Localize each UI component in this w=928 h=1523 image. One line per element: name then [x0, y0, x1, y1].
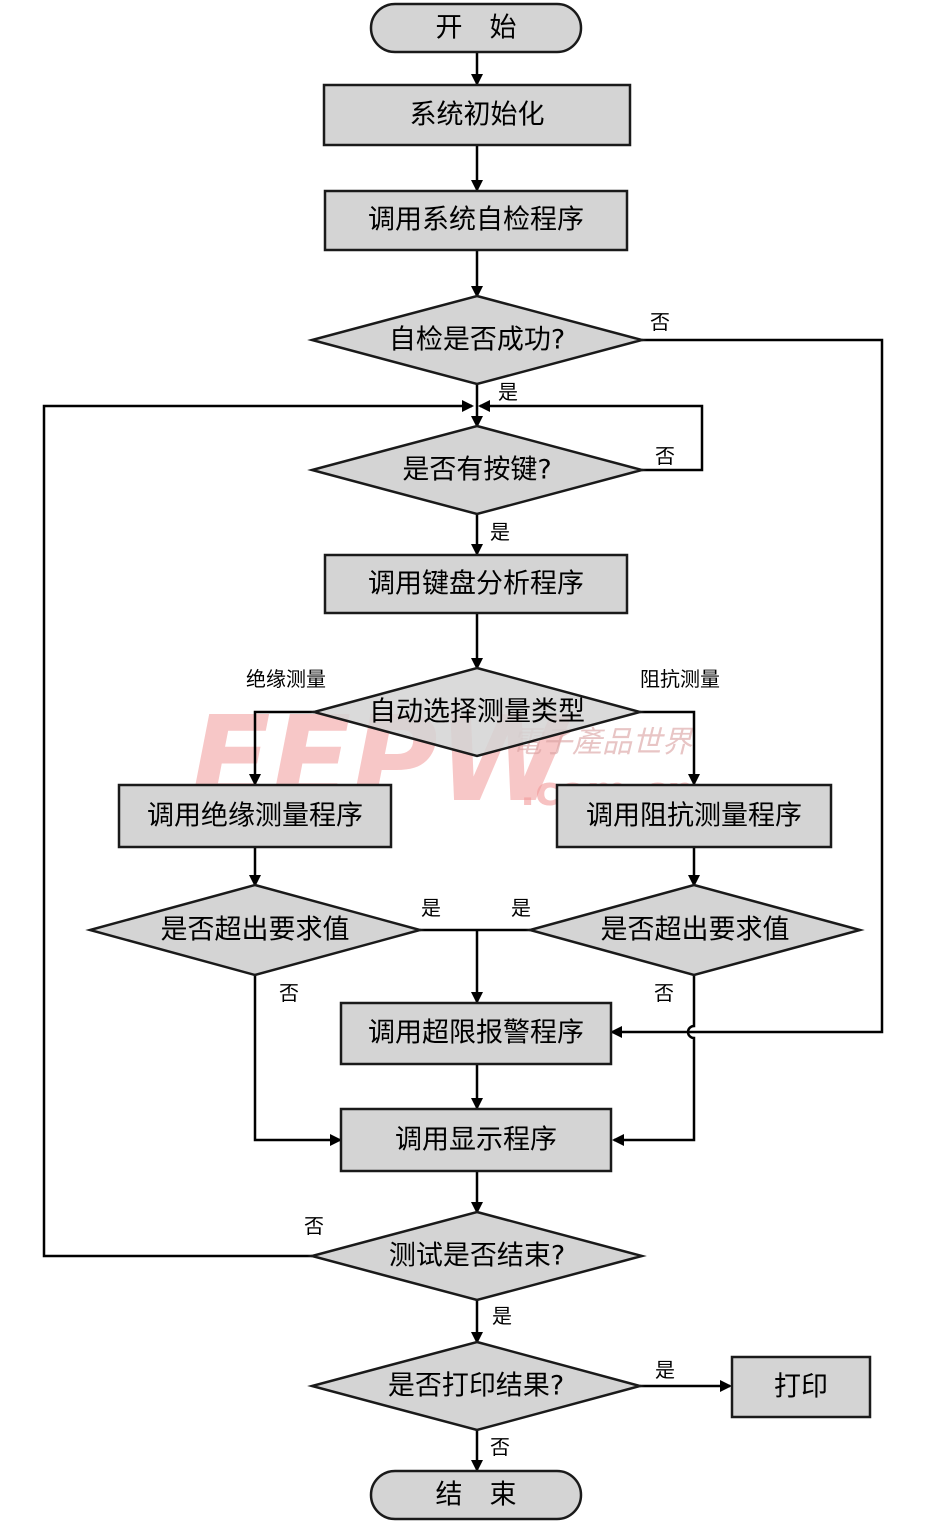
display-label: 调用显示程序: [395, 1125, 557, 1156]
edge-impedance-branch: [640, 710, 700, 786]
edge-insulation-branch: [249, 710, 314, 786]
label-insulation-exceed-no: 否: [279, 981, 299, 1005]
edge-testend-no-loop: [42, 400, 474, 1258]
label-self-check-no: 否: [650, 310, 670, 334]
decision-self-check-ok: 自检是否成功?: [307, 294, 647, 386]
label-insulation-exceed-yes: 是: [421, 896, 441, 920]
decision-impedance-exceed: 是否超出要求值: [525, 883, 865, 977]
test-end-label: 测试是否结束?: [389, 1241, 565, 1272]
insulation-program-label: 调用绝缘测量程序: [147, 801, 363, 832]
self-check-label: 调用系统自检程序: [368, 205, 584, 236]
decision-print: 是否打印结果?: [307, 1340, 645, 1432]
print-label: 打印: [774, 1372, 828, 1403]
decision-select-type: 自动选择测量类型: [309, 666, 645, 758]
label-impedance-exceed-yes: 是: [511, 896, 531, 920]
node-alarm: 调用超限报警程序: [339, 1001, 613, 1066]
node-display: 调用显示程序: [339, 1107, 613, 1173]
insulation-exceed-label: 是否超出要求值: [161, 915, 350, 946]
node-impedance-program: 调用阻抗测量程序: [555, 783, 833, 849]
self-check-ok-label: 自检是否成功?: [389, 325, 565, 356]
keyboard-analysis-label: 调用键盘分析程序: [368, 569, 584, 600]
label-impedance: 阻抗测量: [640, 667, 720, 691]
decision-insulation-exceed: 是否超出要求值: [85, 883, 425, 977]
edge-labels: 否 是 否 是 绝缘测量 阻抗测量 是 是 否 否 否 是 是 否: [246, 310, 720, 1459]
node-insulation-program: 调用绝缘测量程序: [117, 783, 393, 849]
edge-impedance-no-display: [612, 975, 696, 1146]
node-self-check: 调用系统自检程序: [323, 189, 629, 252]
label-key-no: 否: [655, 444, 675, 468]
label-impedance-exceed-no: 否: [654, 981, 674, 1005]
edge-key-no-loop: [478, 400, 704, 472]
label-test-end-no: 否: [304, 1214, 324, 1238]
init-label: 系统初始化: [410, 100, 545, 131]
decision-key-pressed: 是否有按键?: [307, 424, 647, 516]
node-end: 结 束: [369, 1469, 583, 1521]
label-self-check-yes: 是: [498, 380, 518, 404]
alarm-label: 调用超限报警程序: [368, 1018, 584, 1049]
impedance-exceed-label: 是否超出要求值: [601, 915, 790, 946]
node-keyboard-analysis: 调用键盘分析程序: [323, 553, 629, 615]
print-question-label: 是否打印结果?: [388, 1371, 564, 1402]
start-label: 开 始: [436, 13, 517, 44]
select-type-label: 自动选择测量类型: [369, 697, 585, 728]
label-test-end-yes: 是: [492, 1304, 512, 1328]
key-pressed-label: 是否有按键?: [402, 455, 551, 486]
decision-test-end: 测试是否结束?: [307, 1210, 647, 1302]
label-insulation: 绝缘测量: [246, 667, 326, 691]
label-print-no: 否: [490, 1435, 510, 1459]
edge-insulation-no-display: [253, 975, 342, 1146]
node-init: 系统初始化: [322, 83, 632, 147]
label-print-yes: 是: [655, 1358, 675, 1382]
impedance-program-label: 调用阻抗测量程序: [586, 801, 802, 832]
node-start: 开 始: [369, 2, 583, 54]
connectors: [42, 52, 884, 1472]
end-label: 结 束: [436, 1480, 517, 1511]
label-key-yes: 是: [490, 520, 510, 544]
edge-selfcheck-no: [610, 338, 884, 1038]
node-print: 打印: [730, 1355, 872, 1419]
